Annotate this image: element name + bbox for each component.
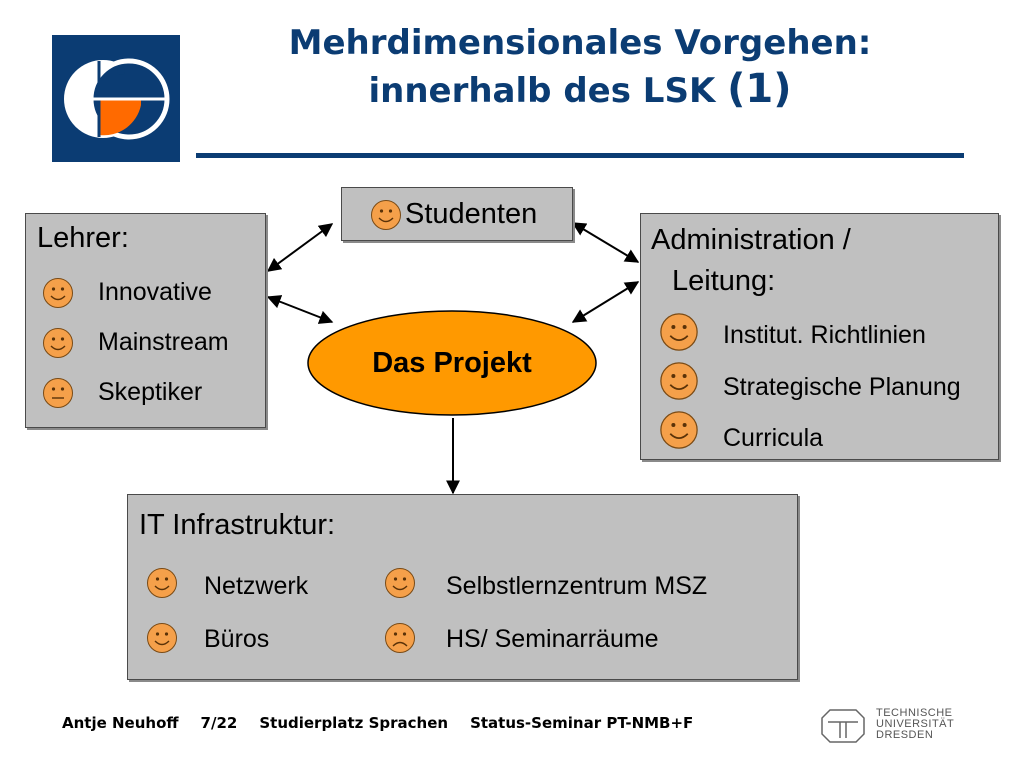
admin-item-curricula: Curricula (723, 424, 824, 452)
smiley-face-icon (146, 622, 178, 654)
studenten-box: Studenten (341, 187, 573, 241)
lehrer-item-mainstream: Mainstream (98, 328, 229, 356)
it-item-seminarraeume: HS/ Seminarräume (446, 625, 659, 653)
admin-item-planung: Strategische Planung (723, 373, 961, 401)
smiley-face-icon (370, 199, 402, 231)
slide-footer: Antje Neuhoff 7/22 Studierplatz Sprachen St… (62, 714, 715, 732)
footer-project: Studierplatz Sprachen (259, 714, 449, 732)
smiley-face-icon (659, 410, 699, 450)
tu-dresden-emblem-icon (821, 709, 865, 743)
project-label: Das Projekt (372, 346, 532, 379)
lehrer-item-innovative: Innovative (98, 278, 212, 306)
it-item-bueros: Büros (204, 625, 270, 653)
smiley-face-icon (146, 567, 178, 599)
neutral-face-icon (42, 377, 74, 409)
sad-face-icon (384, 622, 416, 654)
admin-item-richtlinien: Institut. Richtlinien (723, 321, 926, 349)
title-rule (196, 153, 964, 158)
footer-author: Antje Neuhoff (62, 714, 179, 732)
footer-page: 7/22 (200, 714, 238, 732)
project-ellipse: Das Projekt (306, 309, 598, 417)
slide-title: Mehrdimensionales Vorgehen: innerhalb de… (200, 20, 960, 114)
lehrer-box: Lehrer: Innovative Mainstream Skeptiker (25, 213, 266, 428)
it-item-netzwerk: Netzwerk (204, 572, 309, 600)
lehrer-item-skeptiker: Skeptiker (98, 378, 203, 406)
smiley-face-icon (659, 361, 699, 401)
tu-dresden-logo: TECHNISCHE UNIVERSITÄT DRESDEN (818, 706, 978, 746)
lehrer-heading: Lehrer: (37, 222, 129, 254)
admin-box: Administration / Leitung: Institut. Rich… (640, 213, 999, 460)
smiley-face-icon (42, 327, 74, 359)
studenten-label: Studenten (405, 198, 538, 230)
admin-heading-2: Leitung: (672, 265, 776, 297)
title-line-2: innerhalb des LSK (1) (368, 66, 792, 112)
tu-dresden-text: TECHNISCHE UNIVERSITÄT DRESDEN (876, 707, 955, 741)
it-box: IT Infrastruktur: Netzwerk Büros Selbstl… (127, 494, 798, 680)
title-line-1: Mehrdimensionales Vorgehen: (288, 23, 872, 63)
it-item-selbstlernzentrum: Selbstlernzentrum MSZ (446, 572, 708, 600)
arrow-projekt-admin (571, 281, 640, 323)
smiley-face-icon (384, 567, 416, 599)
admin-heading-1: Administration / (651, 224, 851, 256)
title-number: (1) (727, 66, 792, 112)
lsk-logo (52, 35, 180, 162)
arrow-studenten-admin (571, 222, 640, 263)
arrow-lehrer-projekt (266, 295, 334, 324)
smiley-face-icon (42, 277, 74, 309)
footer-event: Status-Seminar PT-NMB+F (470, 714, 694, 732)
arrow-lehrer-studenten (266, 223, 334, 272)
it-heading: IT Infrastruktur: (139, 509, 336, 541)
smiley-face-icon (659, 312, 699, 352)
